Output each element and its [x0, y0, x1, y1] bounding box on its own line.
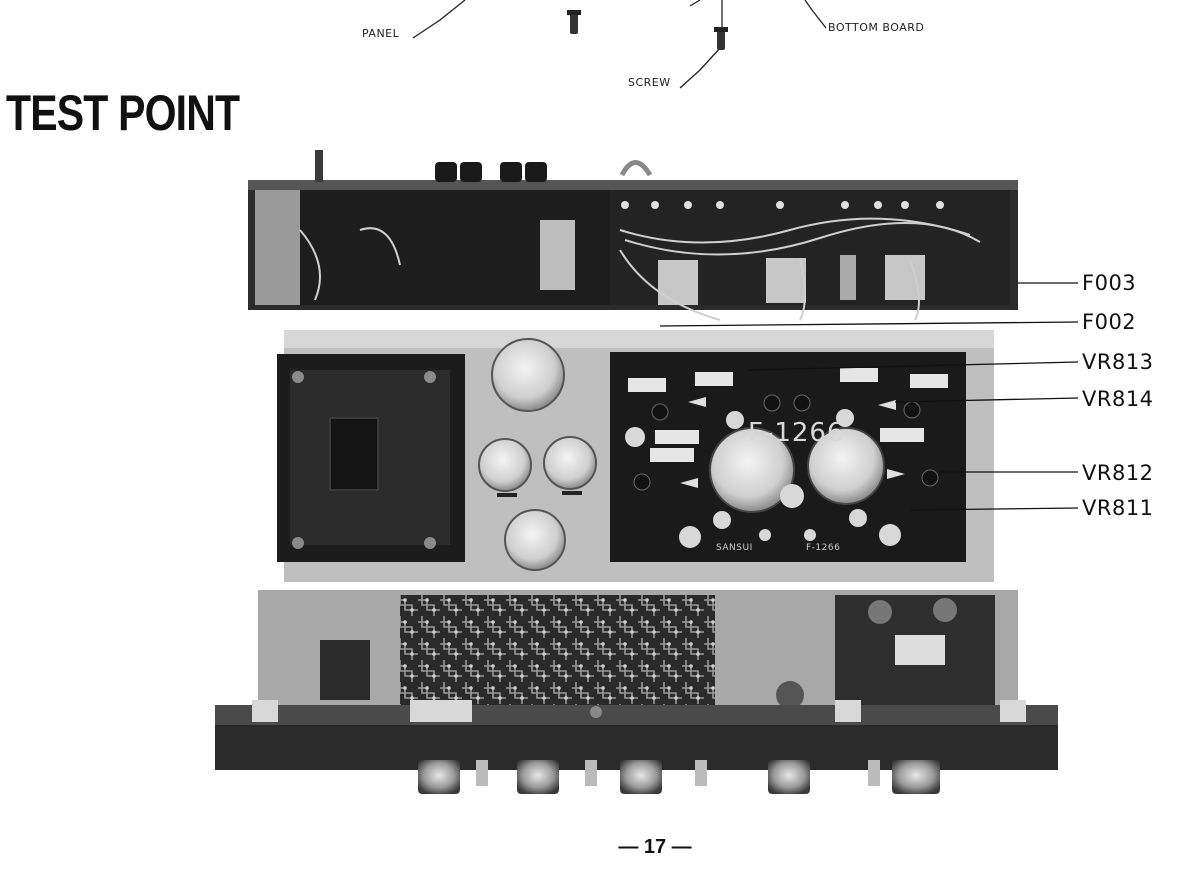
- callout-vr811: VR811: [1082, 496, 1154, 520]
- page-title: TEST POINT: [6, 85, 240, 141]
- control-pcb: [400, 595, 715, 705]
- callout-vr813: VR813: [1082, 350, 1154, 374]
- callout-f003: F003: [1082, 271, 1137, 295]
- lower-chassis: [258, 590, 1018, 710]
- front-panel: [215, 700, 1058, 770]
- f1266-board: [610, 352, 966, 562]
- filter-capacitors: [478, 338, 597, 571]
- screw-icon: [567, 10, 581, 34]
- board-silkscreen-brand: SANSUI: [716, 543, 753, 553]
- bottom-board-label: BOTTOM BOARD: [828, 21, 925, 34]
- board-silkscreen-model: F-1266: [806, 543, 841, 553]
- front-knobs: [418, 760, 940, 794]
- screw-icon-2: [714, 27, 728, 50]
- rear-panel: [248, 150, 1018, 321]
- board-label: F-1266: [748, 418, 845, 448]
- page-number: — 17 —: [618, 836, 692, 858]
- callout-leaders: [659, 282, 1079, 511]
- panel-label: PANEL: [362, 27, 400, 40]
- callout-vr812: VR812: [1082, 461, 1154, 485]
- callout-vr814: VR814: [1082, 387, 1154, 411]
- power-transformer: [277, 354, 465, 562]
- callout-f002: F002: [1082, 310, 1137, 334]
- screw-label: SCREW: [628, 76, 671, 89]
